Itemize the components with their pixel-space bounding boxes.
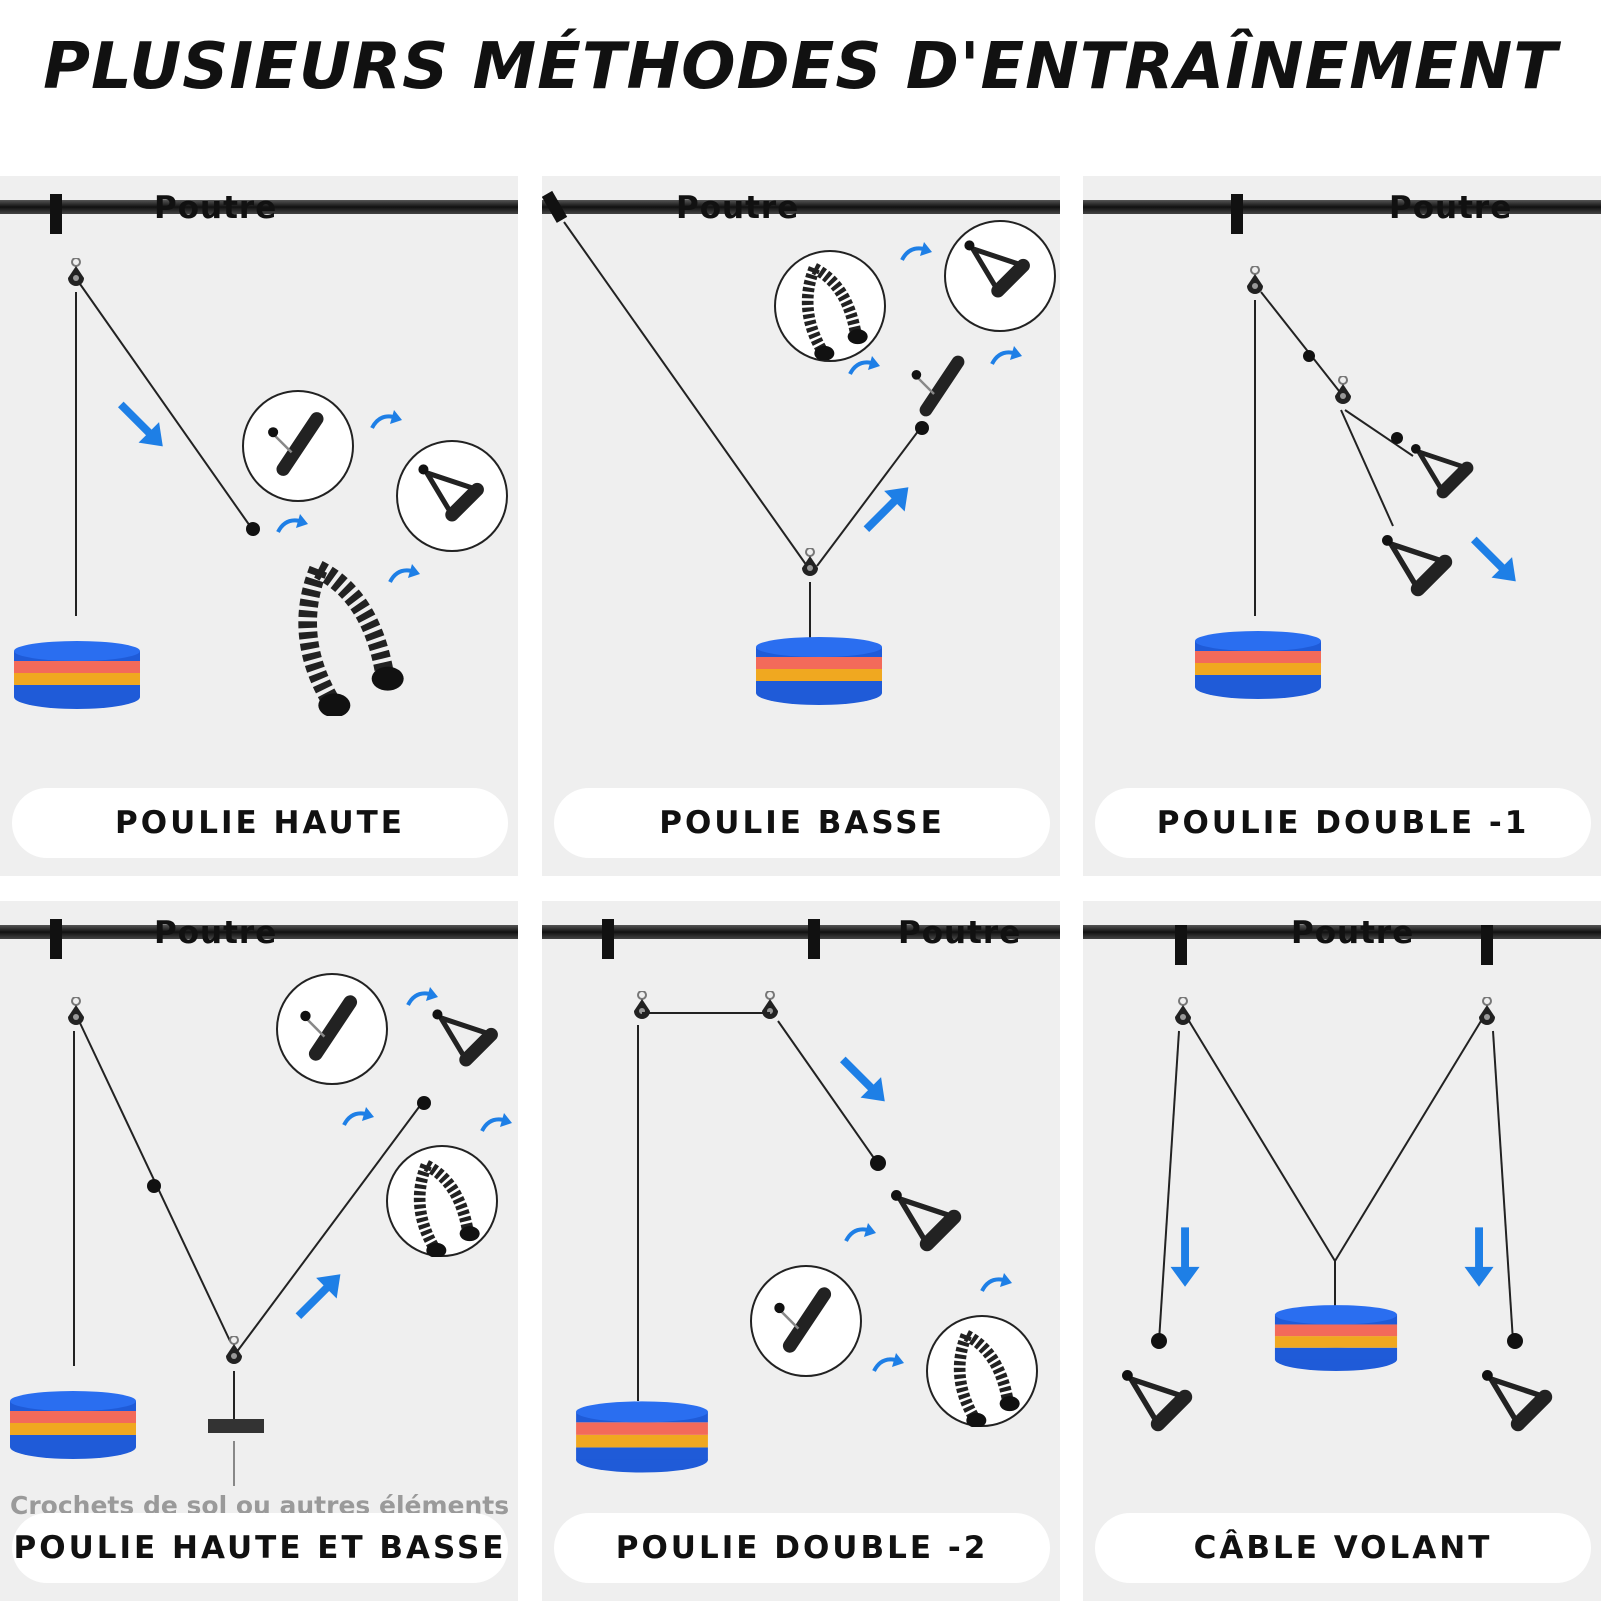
tricep-rope-icon <box>308 569 404 717</box>
stirrup-handle-icon <box>1411 444 1467 492</box>
weight-plates-icon <box>576 1401 708 1473</box>
weight-plates-icon <box>756 637 882 705</box>
rotate-arrow-icon <box>900 240 934 262</box>
pulley-icon <box>633 991 651 1020</box>
panel-cable-volant: Poutre CÂBLE VOLANT <box>1083 901 1601 1601</box>
blue-arrow-icon <box>118 401 163 447</box>
weight-plates-icon <box>1195 631 1321 699</box>
rotate-arrow-icon <box>370 408 404 430</box>
rotate-arrow-icon <box>844 1221 878 1243</box>
pulley-icon <box>67 997 85 1026</box>
method-label: POULIE BASSE <box>554 788 1050 858</box>
panel-poulie-haute-et-basse: Poutre Crochets de sol ou autres élément… <box>0 901 518 1601</box>
method-label: POULIE HAUTE <box>12 788 508 858</box>
method-label: CÂBLE VOLANT <box>1095 1513 1591 1583</box>
beam-label: Poutre <box>154 915 278 951</box>
method-label: POULIE DOUBLE -2 <box>554 1513 1050 1583</box>
page-title: PLUSIEURS MÉTHODES D'ENTRAÎNEMENT <box>43 30 1558 104</box>
weight-plates-icon <box>14 641 140 709</box>
stirrup-handle-icon <box>432 1009 491 1059</box>
blue-arrow-icon <box>1471 536 1516 582</box>
panel-poulie-basse: Poutre POULIE BASSE <box>542 176 1060 876</box>
panel-poulie-double-1: Poutre POULIE DOUBLE -1 <box>1083 176 1601 876</box>
stirrup-handle-icon <box>891 1190 954 1244</box>
beam-label: Poutre <box>1389 190 1513 226</box>
beam-label: Poutre <box>676 190 800 226</box>
weight-plates-icon <box>10 1391 136 1459</box>
blue-arrow-icon <box>840 1056 885 1102</box>
tbar-handle-icon <box>912 362 958 410</box>
method-label: POULIE HAUTE ET BASSE <box>12 1513 508 1583</box>
beam-label: Poutre <box>1291 915 1415 951</box>
pulley-icon <box>1246 266 1264 295</box>
weight-plates-icon <box>1274 1305 1398 1371</box>
panel-poulie-double-2: Poutre POULIE DOUBLE -2 <box>542 901 1060 1601</box>
stirrup-handle-icon <box>1122 1370 1185 1424</box>
beam-label: Poutre <box>898 915 1022 951</box>
pulley-icon <box>1174 997 1192 1026</box>
panel-poulie-haute: Poutre POULIE HAUTE <box>0 176 518 876</box>
rotate-arrow-icon <box>406 985 440 1007</box>
beam <box>0 200 518 214</box>
blue-arrow-icon <box>295 1274 341 1319</box>
method-label: POULIE DOUBLE -1 <box>1095 788 1591 858</box>
beam-label: Poutre <box>154 190 278 226</box>
pulley-icon <box>67 258 85 287</box>
